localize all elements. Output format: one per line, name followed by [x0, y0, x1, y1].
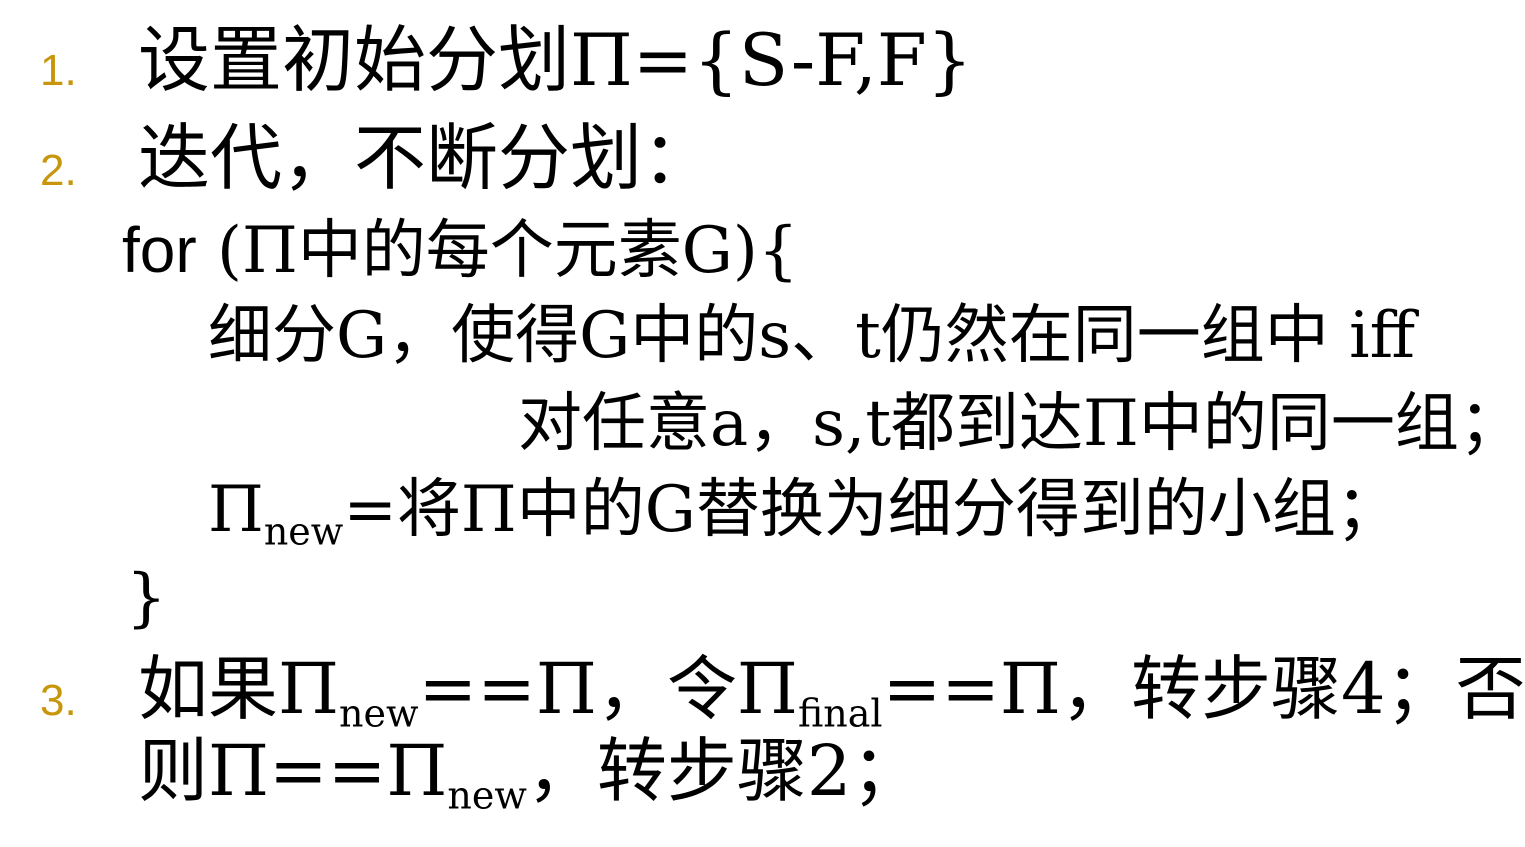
step-3-line-2: 则Π==Πnew，转步骤2； — [138, 736, 921, 814]
new-subscript: new — [263, 509, 344, 554]
step-3-goto-4-text: ==Π，转步骤4；否 — [882, 648, 1525, 730]
new-subscript: new — [339, 691, 419, 736]
close-brace: } — [126, 561, 167, 635]
for-keyword: for — [122, 214, 197, 286]
step-3-goto-2-text: ，转步骤2； — [526, 730, 922, 812]
final-subscript: final — [797, 691, 883, 736]
refine-statement: 细分G，使得G中的s、t仍然在同一组中 iff — [208, 299, 1416, 373]
step-1-text: 设置初始分划Π={S-F,F} — [138, 18, 973, 102]
step-3-line-1: 如果Πnew==Π，令Πfinal==Π，转步骤4；否 — [138, 654, 1525, 732]
new-subscript: new — [447, 773, 527, 818]
for-loop-condition: (Π中的每个元素G){ — [196, 214, 799, 288]
step-number-2: 2. — [40, 146, 77, 195]
refine-condition: 对任意a，s,t都到达Π中的同一组； — [518, 387, 1523, 461]
for-loop-header: for (Π中的每个元素G){ — [122, 218, 799, 283]
pi-new-assignment-rest: =将Π中的G替换为细分得到的小组； — [343, 473, 1400, 547]
step-number-1: 1. — [40, 46, 77, 95]
pi-new-assignment: Πnew=将Π中的G替换为细分得到的小组； — [208, 478, 1400, 550]
step-3-if-text: 如果Π — [138, 648, 340, 730]
step-number-3: 3. — [40, 676, 77, 725]
step-3-equality-text: ==Π，令Π — [418, 648, 798, 730]
step-3-else-text: 则Π==Π — [138, 730, 448, 812]
pi-symbol: Π — [208, 473, 264, 547]
step-2-text: 迭代，不断分划： — [138, 116, 715, 200]
